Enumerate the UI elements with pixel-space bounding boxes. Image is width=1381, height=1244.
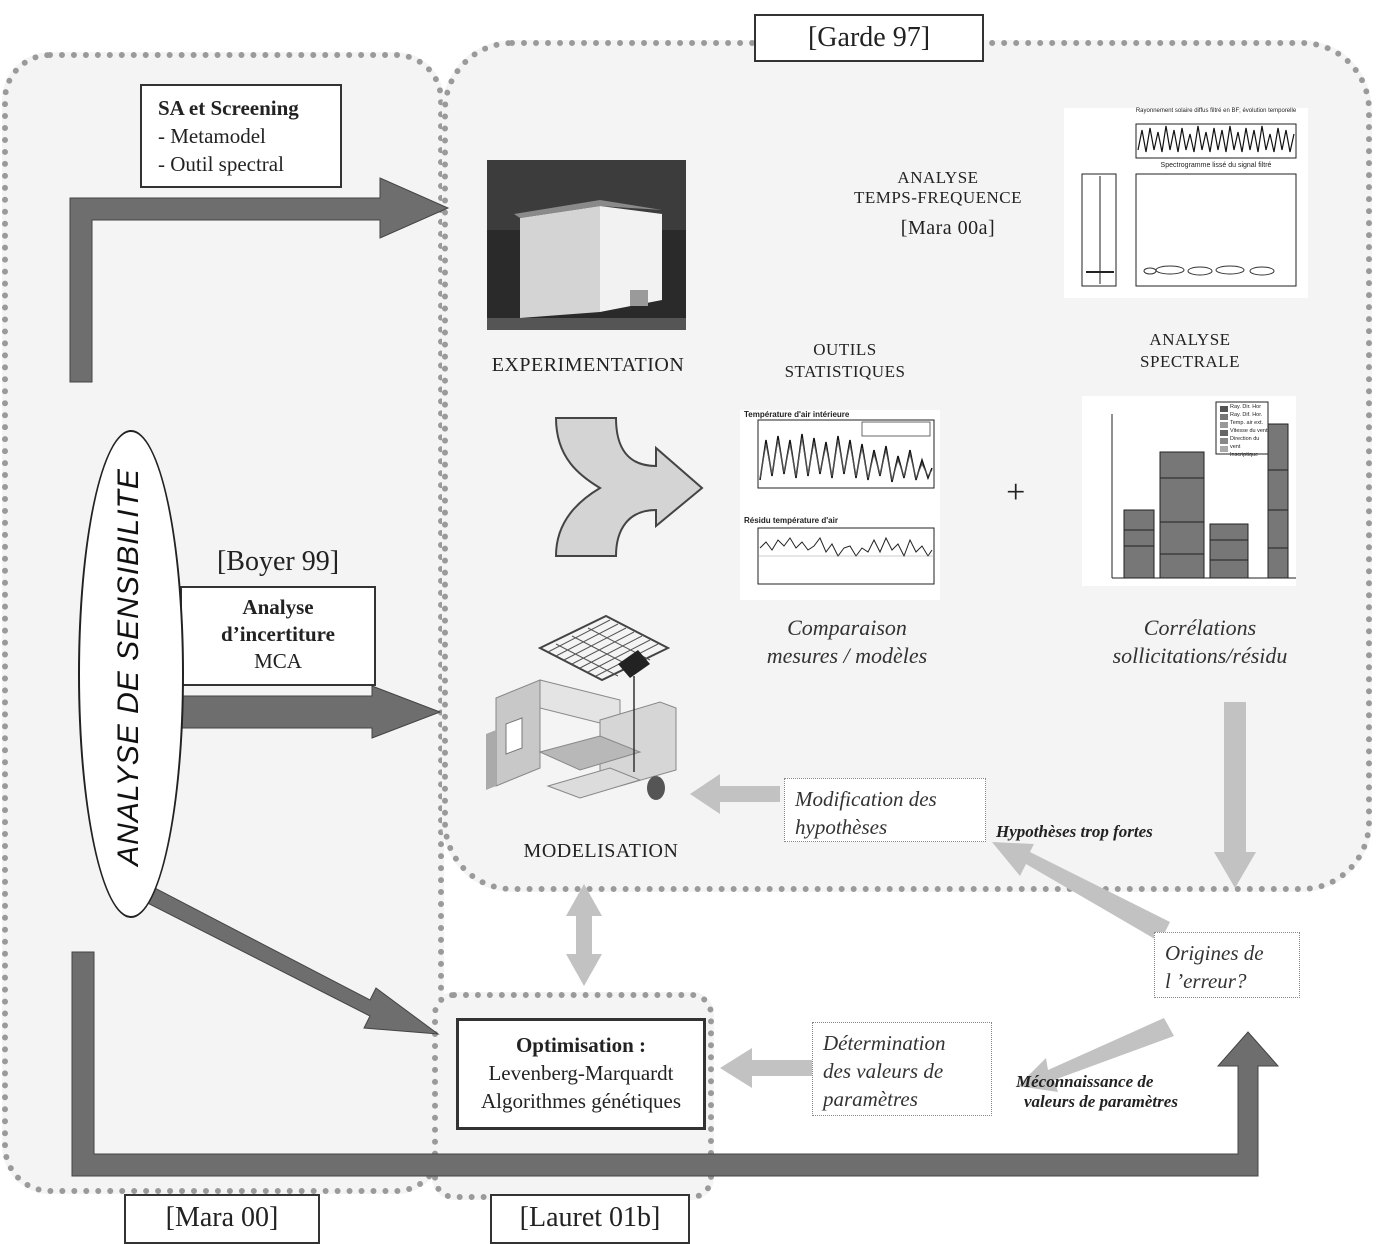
sa-screening-item-2: - Outil spectral xyxy=(158,152,284,176)
ref-garde: [Garde 97] xyxy=(754,14,984,62)
optimisation-title: Optimisation : xyxy=(515,1033,647,1057)
building-photo xyxy=(487,160,686,330)
bar-legend-item: Ray. Dif. Hor. xyxy=(1230,412,1263,418)
sensitivity-ellipse-label: ANALYSE DE SENSIBILITE xyxy=(112,468,145,866)
arrow-meconnaissance xyxy=(1018,1018,1174,1092)
meconnaissance-label-2: valeurs de paramètres xyxy=(1024,1092,1178,1111)
bar-legend-item: Ray. Dir. Hor xyxy=(1230,404,1262,410)
comparaison-caption-2: mesures / modèles xyxy=(766,643,928,668)
plus-sign: + xyxy=(1006,474,1026,511)
outils-label-line2: STATISTIQUES xyxy=(784,362,906,381)
arrow-spectral-to-origines xyxy=(1214,702,1256,888)
arrow-to-modelisation xyxy=(179,685,442,739)
optimisation-line1: Levenberg-Marquardt xyxy=(488,1061,674,1085)
spectrale-label-line2: SPECTRALE xyxy=(1140,352,1240,371)
uncertainty-sub: MCA xyxy=(254,649,302,673)
arrow-to-origines xyxy=(71,951,1280,1177)
comparaison-caption-1: Comparaison xyxy=(787,615,907,640)
determination-line2: des valeurs de xyxy=(823,1059,944,1083)
merge-arrow xyxy=(554,417,704,557)
bar-legend: Ray. Dir. Hor Ray. Dif. Hor. Temp. air e… xyxy=(1230,403,1270,459)
sa-screening-item-1: - Metamodel xyxy=(158,124,266,148)
ref-lauret: [Lauret 01b] xyxy=(490,1194,690,1244)
experimentation-label: EXPERIMENTATION xyxy=(491,354,685,376)
spectro-sub: Spectrogramme lissé du signal filtré xyxy=(1160,162,1272,169)
arrow-to-optimisation-light xyxy=(720,1048,812,1088)
spectrale-label-line1: ANALYSE xyxy=(1149,330,1231,349)
arrow-to-optimisation xyxy=(117,871,440,1035)
arrow-to-experimentation xyxy=(69,177,450,383)
sa-screening-box: SA et Screening - Metamodel - Outil spec… xyxy=(140,84,342,188)
ref-mara00: [Mara 00] xyxy=(124,1194,320,1244)
origines-line1: Origines de xyxy=(1165,941,1264,965)
bar-legend-item: Direction du vent xyxy=(1230,436,1260,450)
modification-line2: hypothèses xyxy=(795,815,888,839)
optimisation-box: Optimisation : Levenberg-Marquardt Algor… xyxy=(456,1018,706,1130)
ref-mara00a: [Mara 00a] xyxy=(900,217,996,239)
ref-boyer: [Boyer 99] xyxy=(216,546,340,577)
sa-screening-title: SA et Screening xyxy=(158,96,299,120)
hypotheses-label: Hypothèses trop fortes xyxy=(996,822,1153,841)
origines-line2: l ’erreur? xyxy=(1165,969,1247,993)
modification-box: Modification des hypothèses xyxy=(784,778,986,842)
determination-line3: paramètres xyxy=(823,1087,918,1111)
uncertainty-title: Analyse d’incertiture xyxy=(221,595,335,646)
determination-box: Détermination des valeurs de paramètres xyxy=(812,1022,992,1116)
bar-legend-item: Vitesse du vent xyxy=(1230,428,1268,434)
temperature-figure xyxy=(740,410,940,600)
correlations-caption-1: Corrélations xyxy=(1143,615,1257,640)
spectro-title: Rayonnement solaire diffus filtré en BF;… xyxy=(1135,108,1297,114)
temp-chart-title: Température d'air intérieure xyxy=(744,410,850,419)
sensitivity-ellipse xyxy=(78,430,184,918)
modification-line1: Modification des xyxy=(795,787,937,811)
bar-legend-item: Inscriptique xyxy=(1230,452,1259,458)
meconnaissance-label-1: Méconnaissance de xyxy=(1016,1072,1154,1091)
optimisation-line2: Algorithmes génétiques xyxy=(480,1089,682,1113)
arrow-to-modelisation-light xyxy=(690,774,780,814)
spectrogram-figure xyxy=(1064,108,1308,298)
modelisation-drawing xyxy=(486,614,677,800)
tf-label-line2: TEMPS-FREQUENCE xyxy=(853,188,1023,207)
uncertainty-box: Analyse d’incertiture MCA xyxy=(180,586,376,686)
determination-line1: Détermination xyxy=(823,1031,946,1055)
bar-chart-figure xyxy=(1082,396,1296,586)
modelisation-label: MODELISATION xyxy=(523,840,679,862)
outils-label-line1: OUTILS xyxy=(813,340,877,359)
residu-chart-title: Résidu température d'air xyxy=(744,516,838,525)
arrow-hypotheses xyxy=(992,842,1170,942)
origines-box: Origines de l ’erreur? xyxy=(1154,932,1300,998)
arrow-modelisation-optimisation xyxy=(566,884,602,986)
correlations-caption-2: sollicitations/résidu xyxy=(1112,643,1288,668)
tf-label-line1: ANALYSE xyxy=(897,168,979,187)
bar-legend-item: Temp. air ext. xyxy=(1230,420,1264,426)
